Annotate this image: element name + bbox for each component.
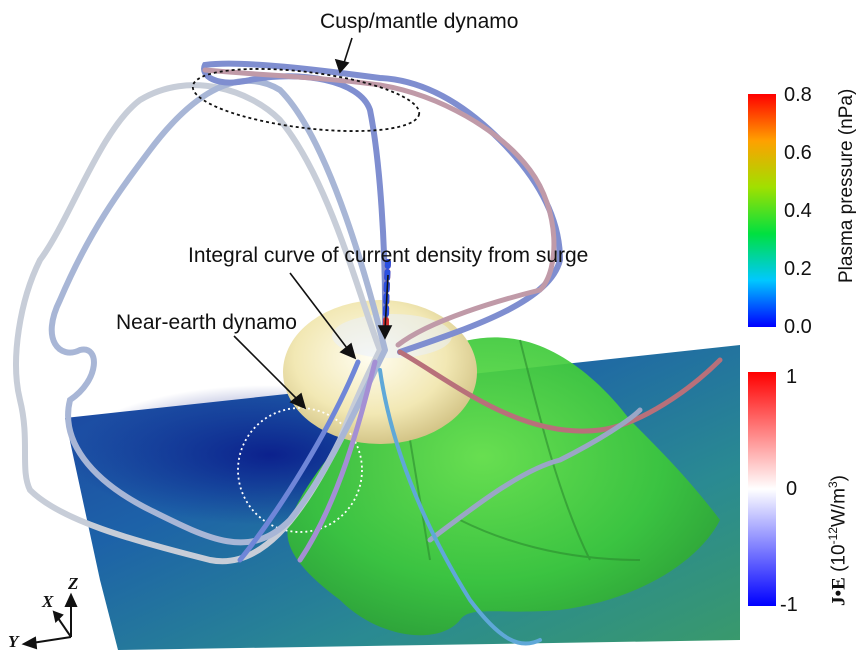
je-title-exp2: 3 xyxy=(826,481,840,489)
x-axis-arrowhead xyxy=(52,610,64,623)
near-earth-dynamo-label: Near-earth dynamo xyxy=(116,311,297,334)
pressure-tick-0.6: 0.6 xyxy=(784,142,812,164)
je-colorbar-title: J•E (10-12W/m3) xyxy=(826,475,850,606)
je-title-close: ) xyxy=(828,475,850,482)
pressure-colorbar-title: Plasma pressure (nPa) xyxy=(836,88,857,283)
je-title-unit: W/m xyxy=(828,488,850,528)
je-title-bold: J•E xyxy=(828,577,850,606)
cusp-dynamo-label: Cusp/mantle dynamo xyxy=(320,10,519,33)
near-earth-arrowhead xyxy=(289,392,307,410)
near-earth-dynamo-ellipse xyxy=(237,407,363,533)
integral-curve-surge-1 xyxy=(237,359,361,563)
z-axis-label: Z xyxy=(68,574,79,593)
integral-arrowhead-2 xyxy=(377,325,393,340)
pressure-tick-0.2: 0.2 xyxy=(784,258,812,280)
pressure-tick-0.4: 0.4 xyxy=(784,200,812,222)
y-axis-label: Y xyxy=(8,632,19,651)
integral-curve-surge-3 xyxy=(378,368,542,646)
je-tick-0: 0 xyxy=(786,478,798,500)
je-title-exp1: -12 xyxy=(826,527,840,545)
integral-curve-cusp xyxy=(201,60,564,355)
integral-arrowhead-1 xyxy=(339,342,357,360)
je-colorbar xyxy=(748,372,776,606)
cusp-arrowhead xyxy=(334,58,350,74)
y-axis-arrowhead xyxy=(21,636,38,650)
x-axis-label: X xyxy=(42,592,54,611)
integral-curves xyxy=(13,60,723,646)
integral-arrow-2 xyxy=(384,274,389,331)
y-axis-line xyxy=(31,636,72,644)
je-tick-1: 1 xyxy=(786,366,798,388)
x-axis-line xyxy=(57,617,72,638)
integral-arrow-1 xyxy=(289,272,351,353)
je-tick-neg1: -1 xyxy=(780,594,798,616)
integral-curve-outer-left-2 xyxy=(48,77,388,546)
z-axis-arrowhead xyxy=(64,592,78,607)
cusp-dynamo-ellipse xyxy=(191,68,421,132)
annotation-arrows xyxy=(233,37,393,410)
integral-curve-right xyxy=(397,349,723,434)
integral-curve-surge-2 xyxy=(297,359,378,563)
coordinate-axes xyxy=(21,592,78,650)
integral-curve-label: Integral curve of current density from s… xyxy=(188,244,589,267)
integral-curve-cusp-2 xyxy=(202,67,557,348)
pressure-colorbar xyxy=(748,94,776,327)
pressure-tick-0.0: 0.0 xyxy=(784,316,812,338)
near-earth-arrow xyxy=(233,335,301,403)
je-title-rest: (10 xyxy=(828,544,850,572)
integral-curve-right-2 xyxy=(427,407,643,543)
pressure-tick-0.8: 0.8 xyxy=(784,84,812,106)
